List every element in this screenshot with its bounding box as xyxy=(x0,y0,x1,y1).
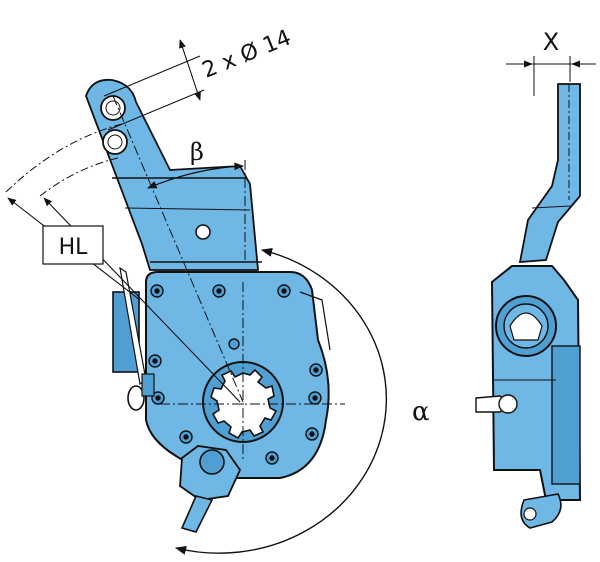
hl-arc-inner xyxy=(39,157,119,197)
arm-small-hole xyxy=(195,224,211,240)
alpha-label: α xyxy=(412,397,430,427)
alpha-arc xyxy=(174,248,387,555)
adjuster-shaft xyxy=(180,495,214,533)
beta-label: β xyxy=(190,138,204,166)
side-view xyxy=(475,56,596,529)
arm-hole-lower xyxy=(102,129,128,155)
beta-arc xyxy=(147,162,244,189)
hl-label-box xyxy=(42,225,104,265)
front-view xyxy=(5,39,387,555)
hole-label: 2 x Ø 14 xyxy=(199,25,295,83)
housing-screws xyxy=(148,284,323,465)
hl-label: HL xyxy=(59,235,89,260)
side-arm xyxy=(518,83,581,263)
hole-dimension xyxy=(103,39,205,131)
centerlines xyxy=(112,95,345,460)
bpw-logo-icon xyxy=(509,312,543,341)
x-label: X xyxy=(543,28,559,56)
hl-arc-outer xyxy=(5,123,123,193)
